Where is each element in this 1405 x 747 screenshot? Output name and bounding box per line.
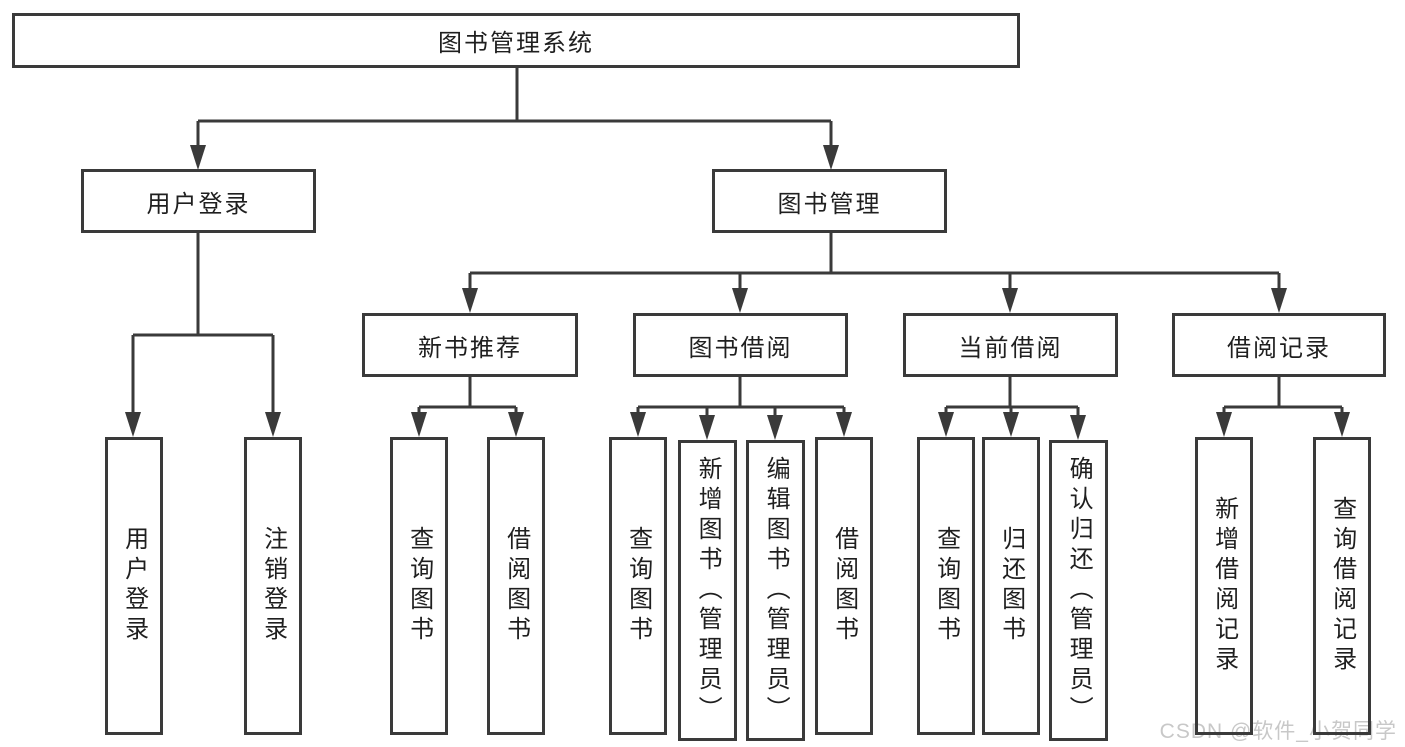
node-label: 图书管理	[777, 190, 882, 218]
node-current-borrowing: 当前借阅	[903, 313, 1118, 377]
node-label: 图书借阅	[688, 334, 793, 362]
leaf-add-borrow-record: 新增借阅记录	[1195, 437, 1253, 735]
leaf-add-book-admin: 新增图书（管理员）	[678, 440, 737, 741]
leaf-label: 确认归还（管理员）	[1065, 455, 1093, 726]
leaf-confirm-return-admin: 确认归还（管理员）	[1049, 440, 1108, 741]
leaf-edit-book-admin: 编辑图书（管理员）	[746, 440, 805, 741]
leaf-query-books-3: 查询图书	[917, 437, 975, 735]
leaf-query-books-1: 查询图书	[390, 437, 448, 735]
leaf-label: 新增图书（管理员）	[694, 455, 722, 726]
node-label: 用户登录	[146, 190, 251, 218]
node-new-book-recommendation: 新书推荐	[362, 313, 578, 377]
leaf-label: 查询借阅记录	[1328, 496, 1356, 676]
leaf-borrow-books-1: 借阅图书	[487, 437, 545, 735]
leaf-label: 借阅图书	[502, 526, 530, 646]
leaf-return-book: 归还图书	[982, 437, 1040, 735]
leaf-user-login: 用户登录	[105, 437, 163, 735]
node-library-management-system: 图书管理系统	[12, 13, 1020, 68]
watermark: CSDN @软件_小贺同学	[1159, 720, 1397, 743]
leaf-label: 查询图书	[932, 526, 960, 646]
leaf-label: 注销登录	[259, 526, 287, 646]
node-label: 新书推荐	[418, 334, 522, 362]
leaf-label: 用户登录	[120, 526, 148, 646]
leaf-label: 编辑图书（管理员）	[762, 455, 790, 726]
leaf-query-books-2: 查询图书	[609, 437, 667, 735]
node-label: 借阅记录	[1227, 334, 1331, 362]
node-label: 图书管理系统	[438, 30, 594, 57]
node-book-borrowing: 图书借阅	[633, 313, 848, 377]
leaf-query-borrow-record: 查询借阅记录	[1313, 437, 1371, 735]
leaf-label: 查询图书	[405, 526, 433, 646]
node-label: 当前借阅	[958, 334, 1063, 362]
leaf-label: 归还图书	[997, 526, 1025, 646]
leaf-label: 查询图书	[624, 526, 652, 646]
node-borrow-records: 借阅记录	[1172, 313, 1386, 377]
node-user-login: 用户登录	[81, 169, 316, 233]
leaf-borrow-books-2: 借阅图书	[815, 437, 873, 735]
leaf-label: 借阅图书	[830, 526, 858, 646]
node-book-management: 图书管理	[712, 169, 947, 233]
leaf-logout: 注销登录	[244, 437, 302, 735]
leaf-label: 新增借阅记录	[1210, 496, 1238, 676]
